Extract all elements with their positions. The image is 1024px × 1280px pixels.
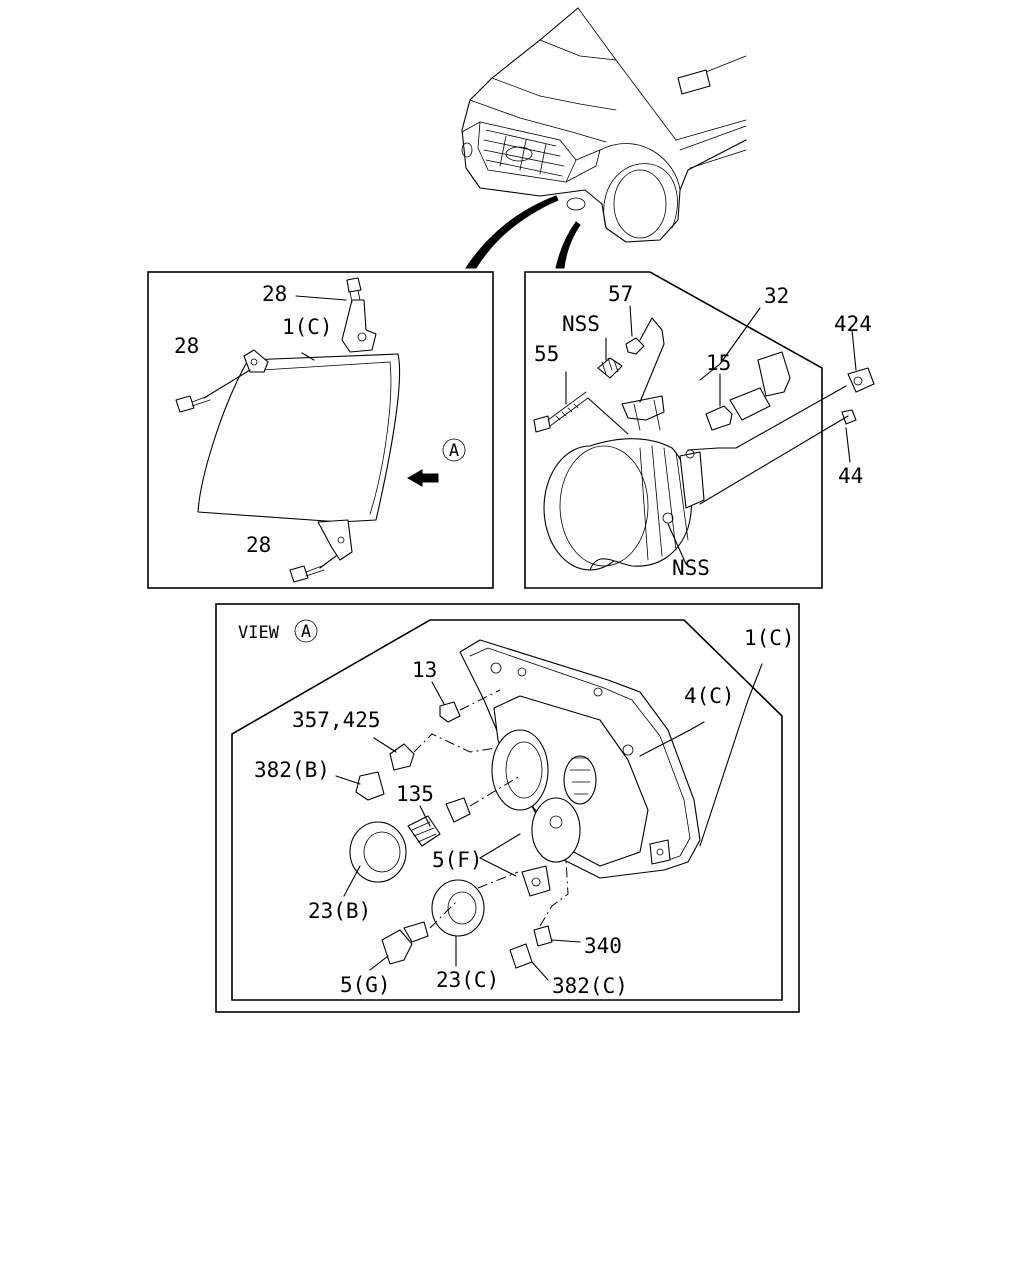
view-a-panel: VIEW A [215,603,800,1013]
view-title-label: VIEW [238,623,280,643]
view-housing-label: 1(C) [744,626,795,650]
foglamp-bulb-label: 15 [706,351,731,375]
view-small-bulb-label: 357,425 [292,708,381,732]
view-cover-c-label: 23(C) [436,968,499,992]
foglamp-screw-label: 55 [534,342,559,366]
foglamp-nss-bottom-label: NSS [672,556,710,580]
bulb-135 [445,797,471,823]
grommet [439,701,461,723]
headlamp-panel: A 28 28 1(C) 28 [147,271,494,589]
headlamp-top-bolt-label: 28 [262,282,287,306]
view-socket-c-label: 382(C) [552,974,628,998]
cover-b [349,821,407,883]
foglamp-nut-label: 44 [838,464,863,488]
headlamp-assembly-label: 1(C) [282,315,333,339]
view-title-marker-label: A [301,622,311,642]
view-a-marker-label: A [449,441,459,461]
foglamp-nut [841,409,857,425]
small-bulb [389,743,415,771]
cover-c [431,879,485,937]
socket-b [355,771,385,801]
socket-c [509,943,533,969]
headlamp-side-bolt-label: 28 [174,334,199,358]
bulb-g [381,929,413,965]
vehicle-front-illustration [461,7,747,269]
bulb-340 [533,925,553,947]
foglamp-screw [533,415,551,433]
foglamp-bulb [705,405,733,431]
foglamp-clip-label: 57 [608,282,633,306]
foglamp-connector [847,367,875,393]
foglamp-nss-top-label: NSS [562,312,600,336]
foglamp-assembly-label: 32 [764,284,789,308]
headlamp-lens [197,353,401,523]
foglamp-panel: 57 32 NSS 55 15 424 44 NSS [524,271,875,589]
view-grommet-label: 13 [412,658,437,682]
view-socket-b-label: 382(B) [254,758,330,782]
foglamp-clip [625,337,645,355]
view-bulb-g-label: 5(G) [340,973,391,997]
view-bulb-f-label: 5(F) [432,848,483,872]
view-bulb-135-label: 135 [396,782,434,806]
bottom-bolt [289,565,309,583]
view-cover-b-label: 23(B) [308,899,371,923]
headlamp-bottom-bolt-label: 28 [246,533,271,557]
view-reflector-label: 4(C) [684,684,735,708]
view-bulb-340-label: 340 [584,934,622,958]
foglamp-connector-label: 424 [834,312,872,336]
side-bolt [175,395,195,413]
